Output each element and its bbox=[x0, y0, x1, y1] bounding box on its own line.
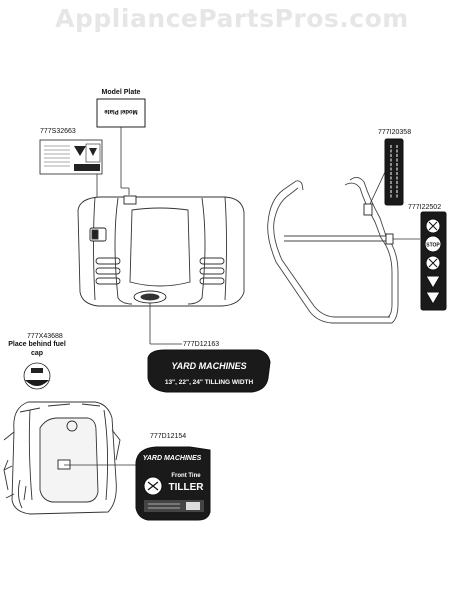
stop-icon bbox=[424, 235, 442, 253]
model-plate-inner-text: Model Plate bbox=[104, 108, 138, 114]
engine-decal-marker bbox=[57, 459, 71, 470]
part-number-front-decal[interactable]: 777D12163 bbox=[183, 341, 220, 348]
handlebar-assembly[interactable] bbox=[267, 177, 399, 324]
warning-triangle-icon bbox=[74, 146, 86, 156]
engine-decal-tiller: TILLER bbox=[169, 482, 205, 493]
part-number-warning-decal[interactable]: 777S32663 bbox=[40, 128, 76, 135]
watermark: AppliancePartsPros.com bbox=[55, 4, 409, 33]
handle-decal[interactable] bbox=[384, 138, 404, 206]
front-decal-brand: YARD MACHINES bbox=[171, 361, 246, 371]
part-number-fuel-cap-decal[interactable]: 777X43688 bbox=[27, 333, 63, 340]
control-decal[interactable]: STOP bbox=[420, 211, 447, 311]
engine-decal[interactable]: YARD MACHINES Front Tine TILLER bbox=[135, 446, 211, 521]
part-number-control-decal[interactable]: 777I22502 bbox=[408, 204, 442, 211]
part-number-engine-decal[interactable]: 777D12154 bbox=[150, 433, 187, 440]
engine-decal-front-tine: Front Tine bbox=[171, 473, 201, 479]
warning-icon-b bbox=[425, 291, 441, 305]
hood-model-plate bbox=[123, 195, 137, 205]
warning-icon-a bbox=[425, 275, 441, 289]
warning-decal[interactable] bbox=[39, 139, 103, 175]
part-number-handle-decal[interactable]: 777I20358 bbox=[378, 129, 412, 136]
fuel-cap-note-line2: cap bbox=[30, 350, 44, 357]
svg-text:STOP: STOP bbox=[426, 243, 440, 249]
engine-assembly[interactable] bbox=[3, 401, 121, 515]
front-decal-tilling-width: 13", 22", 24" TILLING WIDTH bbox=[165, 379, 254, 386]
model-plate[interactable]: Model Plate bbox=[96, 98, 146, 128]
fuel-cap-decal[interactable] bbox=[23, 362, 51, 390]
leader-line-handle-decal bbox=[369, 171, 386, 205]
engine-hood[interactable] bbox=[77, 195, 245, 307]
engine-decal-brand: YARD MACHINES bbox=[143, 455, 202, 462]
control-decal-marker bbox=[385, 233, 394, 245]
front-decal[interactable]: YARD MACHINES 13", 22", 24" TILLING WIDT… bbox=[147, 349, 271, 393]
model-plate-title: Model Plate bbox=[101, 89, 141, 96]
rotating-tine-icon bbox=[89, 148, 97, 156]
handle-decal-marker bbox=[363, 203, 373, 216]
fuel-cap-note-line1: Place behind fuel bbox=[8, 341, 66, 348]
